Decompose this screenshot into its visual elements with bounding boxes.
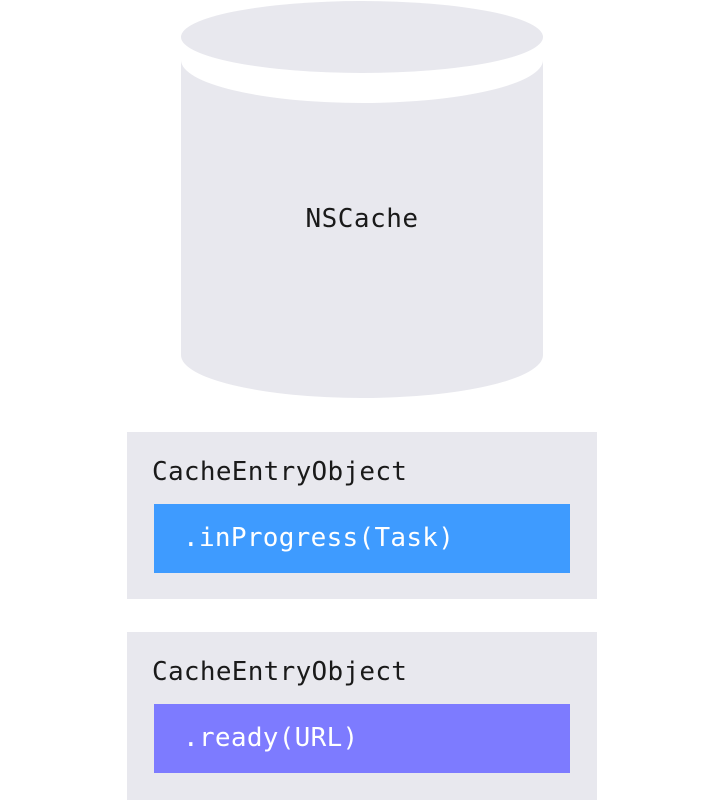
cache-entry-ready: CacheEntryObject .ready(URL) (127, 632, 597, 800)
cache-entry-in-progress: CacheEntryObject .inProgress(Task) (127, 432, 597, 599)
state-label: .ready(URL) (183, 723, 359, 753)
entry-title: CacheEntryObject (152, 657, 408, 687)
cylinder-body (181, 60, 543, 398)
state-in-progress: .inProgress(Task) (154, 504, 570, 573)
cylinder-top (181, 1, 543, 73)
nscache-label: NSCache (305, 204, 419, 234)
entry-title: CacheEntryObject (152, 457, 408, 487)
state-label: .inProgress(Task) (183, 523, 455, 553)
nscache-cylinder (181, 1, 543, 398)
state-ready: .ready(URL) (154, 704, 570, 773)
